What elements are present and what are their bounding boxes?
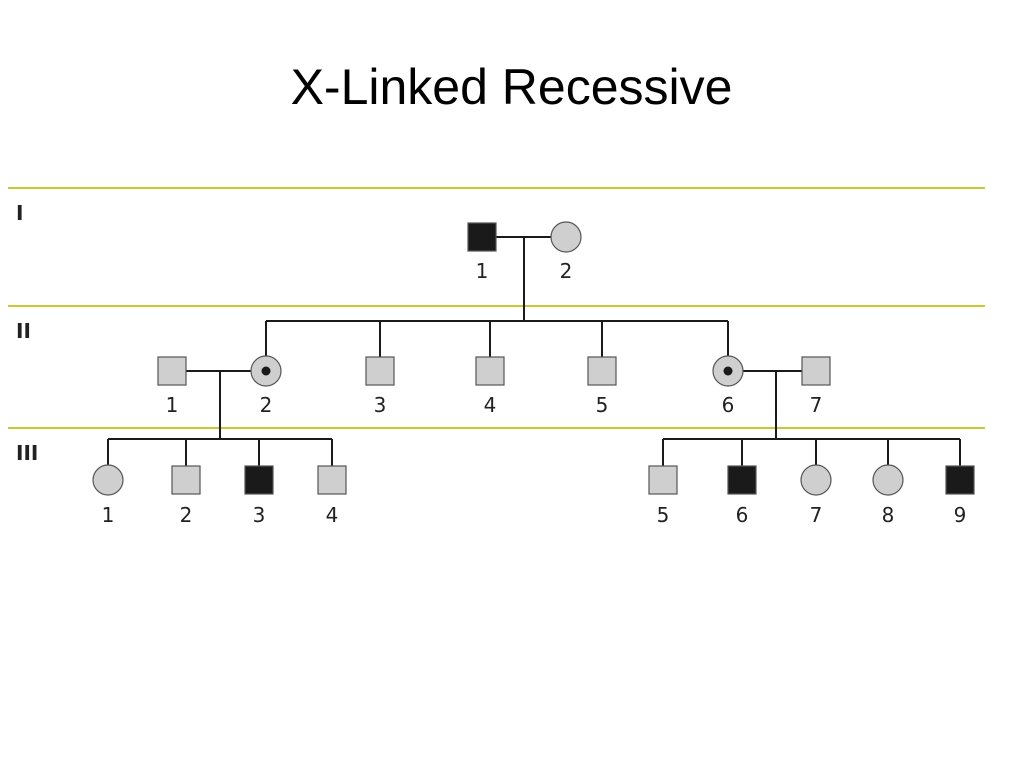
carrier-dot xyxy=(723,366,733,376)
individual-number: 4 xyxy=(484,393,497,417)
generation-separators xyxy=(8,187,985,429)
male-symbol xyxy=(365,356,395,386)
individual-number: 5 xyxy=(657,503,670,527)
male-symbol xyxy=(467,222,497,252)
male-symbol xyxy=(945,465,975,495)
individual-number: 7 xyxy=(810,393,823,417)
individual-number: 3 xyxy=(253,503,266,527)
page-title: X-Linked Recessive xyxy=(290,59,733,115)
individual-number: 7 xyxy=(810,503,823,527)
individual-number: 2 xyxy=(560,259,573,283)
carrier-dot xyxy=(261,366,271,376)
individual-number: 8 xyxy=(882,503,895,527)
female-symbol xyxy=(550,221,582,253)
individual-number: 2 xyxy=(260,393,273,417)
generation-label: III xyxy=(16,441,38,465)
generation-label: I xyxy=(16,201,23,225)
individual-number: 3 xyxy=(374,393,387,417)
male-symbol xyxy=(317,465,347,495)
male-symbol xyxy=(648,465,678,495)
male-symbol xyxy=(587,356,617,386)
individual-number: 1 xyxy=(476,259,489,283)
generation-label: II xyxy=(16,319,31,343)
male-symbol xyxy=(244,465,274,495)
individual-number: 6 xyxy=(736,503,749,527)
individual-numbers: 1 2 1 2 3 4 5 6 7 1 2 3 4 5 6 7 8 9 xyxy=(102,259,967,527)
individual-number: 1 xyxy=(166,393,179,417)
male-symbol xyxy=(801,356,831,386)
individual-symbols xyxy=(92,221,975,496)
individual-number: 5 xyxy=(596,393,609,417)
male-symbol xyxy=(475,356,505,386)
individual-number: 1 xyxy=(102,503,115,527)
male-symbol xyxy=(171,465,201,495)
male-symbol xyxy=(157,356,187,386)
female-symbol xyxy=(800,464,832,496)
male-symbol xyxy=(727,465,757,495)
female-symbol xyxy=(872,464,904,496)
individual-number: 9 xyxy=(954,503,967,527)
individual-number: 2 xyxy=(180,503,193,527)
female-symbol xyxy=(92,464,124,496)
individual-number: 4 xyxy=(326,503,339,527)
pedigree-lines xyxy=(107,236,961,466)
individual-number: 6 xyxy=(722,393,735,417)
